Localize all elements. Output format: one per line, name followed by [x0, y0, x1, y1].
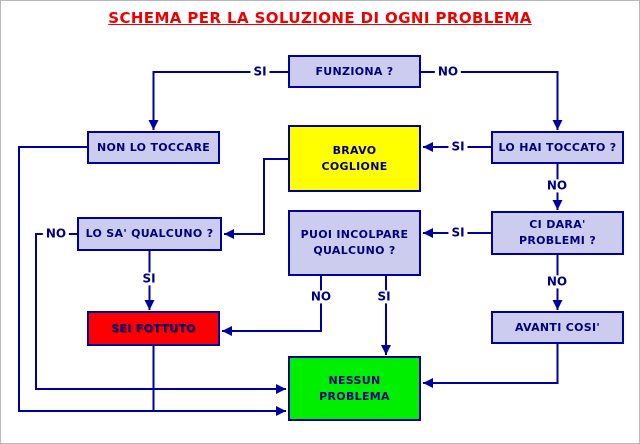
node-lo-sa-qualcuno: LO SA' QUALCUNO ? [77, 217, 222, 251]
edge-label-funziona-si: SI [250, 65, 270, 79]
flowchart-title: SCHEMA PER LA SOLUZIONE DI OGNI PROBLEMA [108, 9, 532, 27]
node-non-lo-toccare: NON LO TOCCARE [87, 131, 220, 164]
edge-label-problemi-si: SI [448, 226, 468, 240]
node-bravo-coglione: BRAVO COGLIONE [288, 125, 421, 192]
node-puoi-incolpare: PUOI INCOLPARE QUALCUNO ? [288, 210, 421, 276]
edge-label-incolpare-no: NO [307, 290, 335, 304]
edge-label-sa-no: NO [42, 227, 70, 241]
edge-bravo-sa [224, 158, 288, 239]
node-nessun-problema: NESSUN PROBLEMA [288, 356, 421, 421]
edge-label-toccato-no: NO [543, 179, 571, 193]
node-ci-dara-problemi: CI DARA' PROBLEMI ? [491, 211, 624, 255]
edge-avanti-nessun [423, 344, 559, 388]
edge-funziona-no [421, 71, 563, 130]
edge-label-toccato-si: SI [448, 140, 468, 154]
edge-nontoccare-nessun [18, 146, 286, 416]
edge-label-funziona-no: NO [434, 65, 462, 79]
node-funziona: FUNZIONA ? [288, 55, 421, 88]
edge-label-incolpare-si: SI [374, 290, 394, 304]
node-sei-fottuto: SEI FOTTUTO [87, 311, 220, 346]
edge-funziona-si [148, 71, 288, 130]
edge-label-sa-si: SI [139, 272, 159, 286]
node-avanti-cosi: AVANTI COSI' [491, 311, 624, 344]
edge-incolpare-no [222, 276, 322, 336]
node-lo-hai-toccato: LO HAI TOCCATO ? [491, 131, 624, 164]
edge-label-problemi-no: NO [543, 275, 571, 289]
